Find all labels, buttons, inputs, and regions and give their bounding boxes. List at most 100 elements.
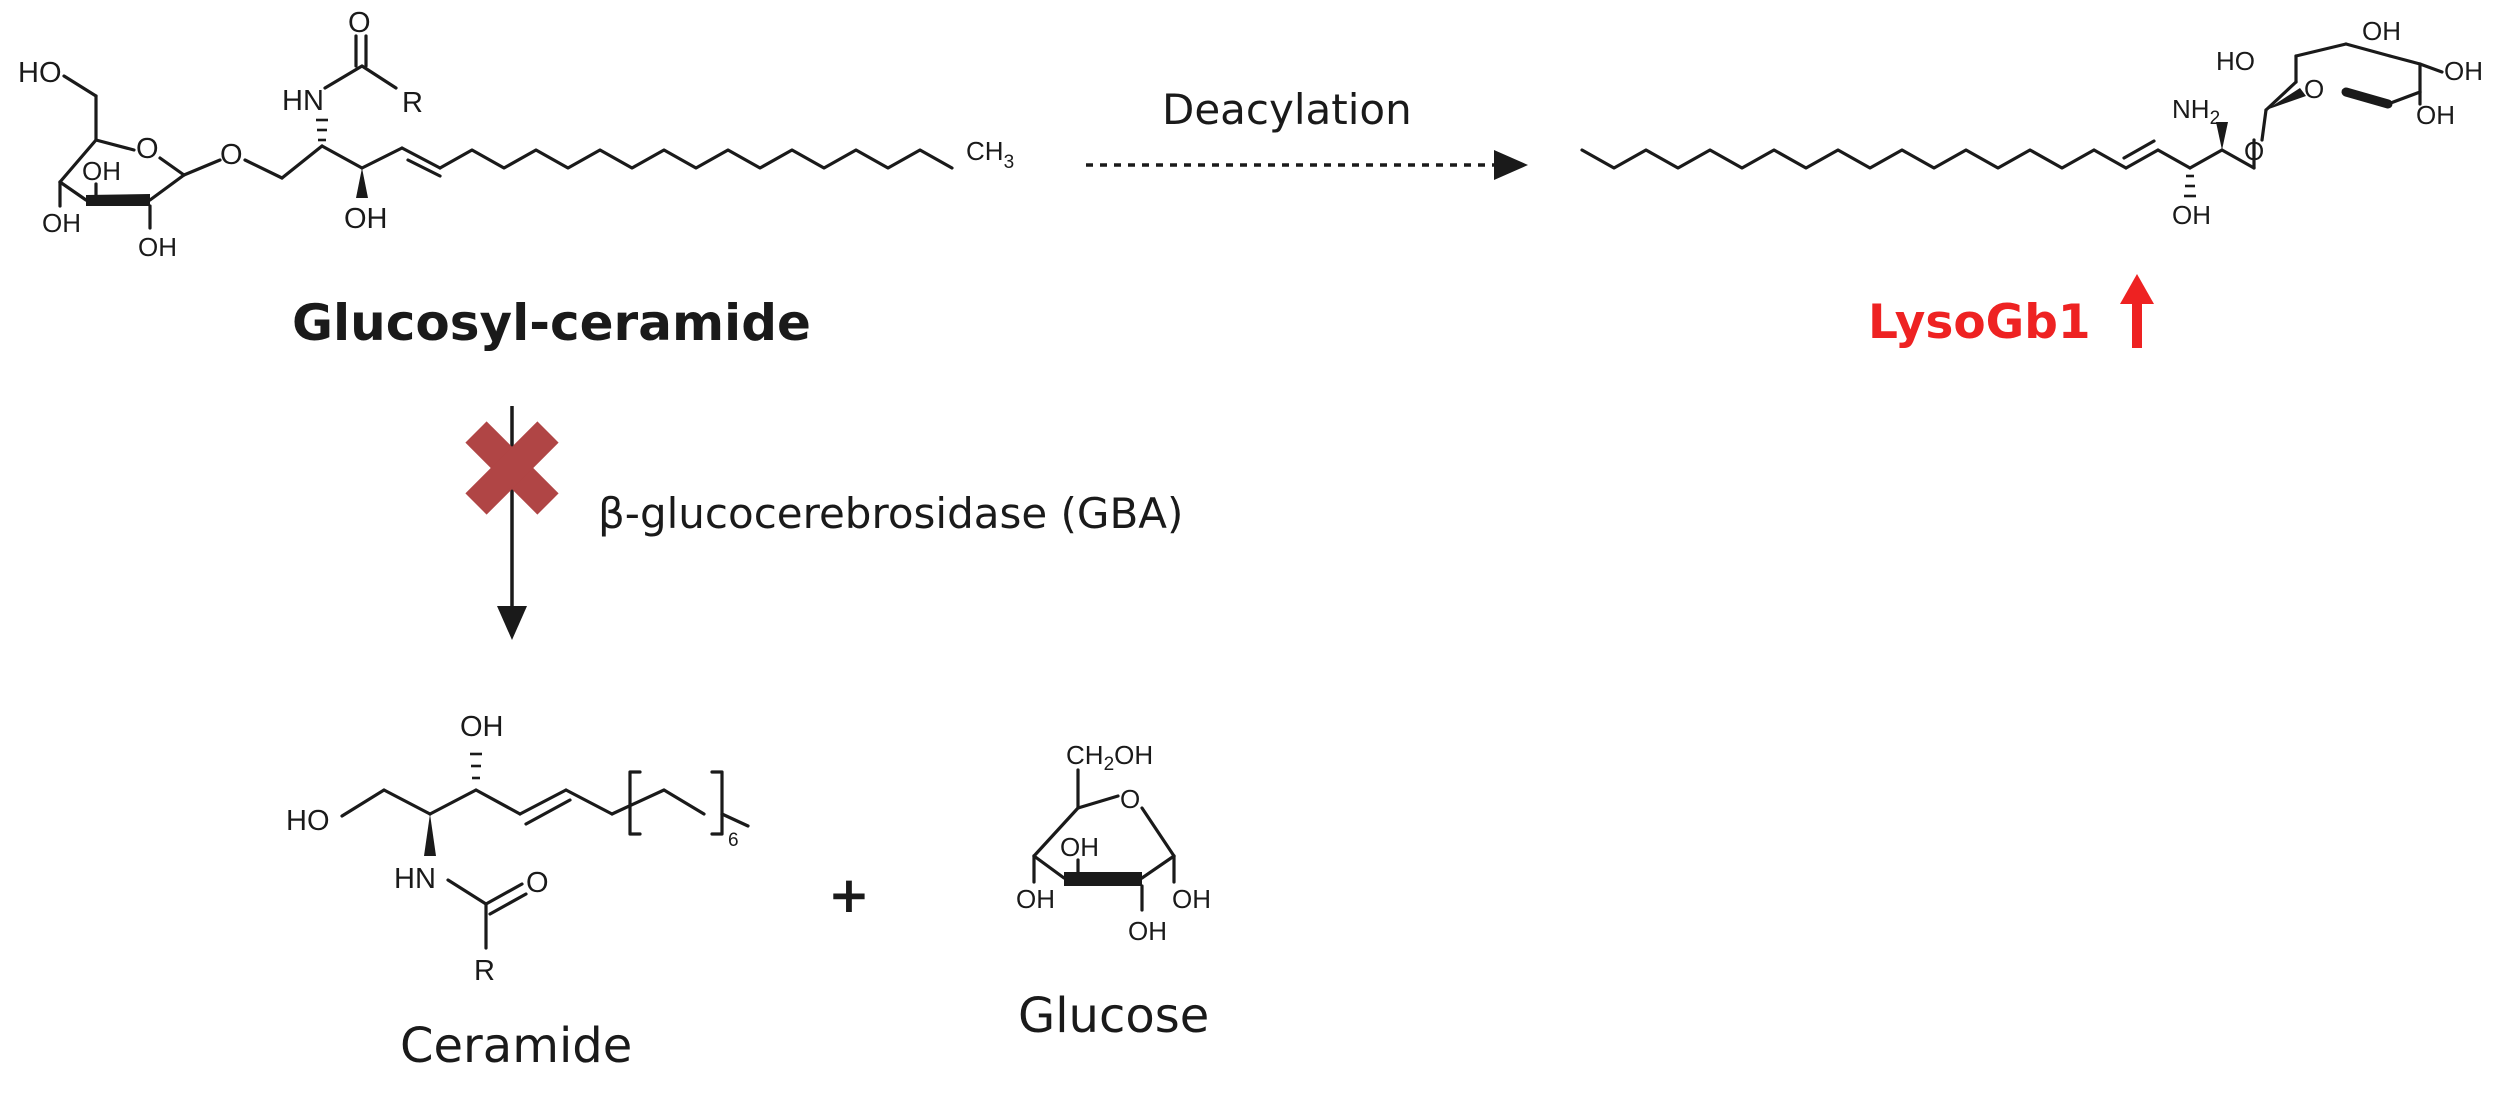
atom-amide-o: O — [348, 7, 371, 39]
bond-bold — [2341, 87, 2393, 109]
bond — [2388, 54, 2422, 66]
atom-glc-oh-bottom: OH — [1128, 916, 1167, 946]
atom-oh-bottom: OH — [138, 232, 177, 262]
bond — [446, 878, 488, 906]
bond — [2156, 148, 2192, 170]
bond — [406, 158, 442, 178]
bond — [382, 788, 432, 816]
atom-oh-inner: OH — [82, 156, 121, 186]
atom-ho-ch2: HO — [18, 57, 62, 89]
bond — [58, 180, 88, 202]
bond — [428, 788, 478, 816]
bond — [2092, 148, 2128, 170]
bond — [1032, 806, 1080, 858]
atom-lyso-amine: NH2 — [2172, 94, 2220, 129]
glucosyl-ceramide-structure: HO O OH OH OH O HN O R O — [18, 7, 1014, 262]
atom-glc-oh-left: OH — [1016, 884, 1055, 914]
bond — [94, 138, 136, 152]
repeat-bracket-left — [628, 770, 642, 836]
substrate-name: Glucosyl-ceramide — [292, 294, 811, 352]
bond-bold — [2266, 88, 2306, 110]
atom-oh-left: OH — [42, 208, 81, 238]
atom-cer-o: O — [526, 867, 549, 899]
bond — [360, 64, 398, 90]
glucose-structure: CH2OH O OH OH OH OH — [1016, 740, 1211, 946]
bond — [280, 144, 324, 180]
atom-lyso-ring-o: O — [2304, 74, 2324, 104]
bond — [2188, 148, 2224, 170]
blocked-x-stroke — [465, 421, 559, 515]
atom-lyso-oh-1: HO — [2216, 46, 2255, 76]
bond — [360, 146, 404, 170]
bond — [2260, 108, 2268, 142]
up-arrow-head — [2120, 274, 2154, 304]
bond-bold — [86, 194, 150, 206]
bond — [2294, 42, 2348, 58]
bond — [1140, 854, 1176, 880]
bond — [2418, 62, 2444, 74]
bond — [2124, 148, 2160, 170]
ceramide-structure: HO HN O R OH 6 — [286, 711, 750, 987]
bond — [2122, 139, 2156, 160]
bond — [2386, 90, 2422, 106]
atom-glc-ch2oh: CH2OH — [1066, 740, 1153, 775]
atom-glc-oh-right: OH — [1172, 884, 1211, 914]
atom-lyso-oh-3: OH — [2444, 56, 2483, 86]
lysogb1-structure: OH NH2 O O HO OH OH OH — [1580, 16, 2483, 230]
up-arrow-shaft — [2132, 296, 2142, 348]
atom-lyso-oh-4: OH — [2416, 100, 2455, 130]
bond — [564, 788, 614, 816]
atom-glc-ring-o: O — [1120, 784, 1140, 814]
atom-ch3: CH3 — [966, 136, 1014, 173]
hydrocarbon-chain — [438, 148, 954, 170]
bond — [148, 173, 186, 202]
atom-cer-hn: HN — [394, 863, 436, 895]
bond — [720, 812, 750, 828]
atom-lyso-chain-oh: OH — [2172, 200, 2211, 230]
bond — [58, 138, 98, 184]
bond — [182, 158, 222, 177]
bond — [340, 788, 386, 818]
repeat-count: 6 — [728, 830, 739, 851]
bond — [1076, 794, 1120, 810]
bond — [2264, 80, 2298, 112]
glucose-name: Glucose — [1018, 988, 1209, 1044]
gba-pathway: β-glucocerebrosidase (GBA) — [465, 406, 1183, 640]
bond — [1140, 806, 1176, 858]
deacylation-label: Deacylation — [1162, 85, 1412, 134]
repeat-bracket-right — [710, 770, 724, 836]
enzyme-label: β-glucocerebrosidase (GBA) — [598, 489, 1183, 538]
bond — [662, 788, 706, 816]
bond — [158, 156, 186, 177]
lyso-product-name: LysoGb1 — [1868, 295, 2091, 350]
bond — [62, 74, 98, 98]
plus-sign: + — [828, 866, 870, 924]
ceramide-name: Ceramide — [400, 1018, 632, 1074]
bond — [474, 788, 522, 816]
bond — [2344, 42, 2392, 58]
up-arrow-icon — [2120, 274, 2154, 348]
atom-lyso-oh-2: OH — [2362, 16, 2401, 46]
atom-chain-oh: OH — [344, 203, 388, 235]
bond-wedge — [424, 814, 436, 856]
bond — [484, 882, 524, 906]
bond — [518, 788, 568, 816]
arrow-head-down — [497, 606, 527, 640]
bond — [524, 798, 572, 826]
atom-amide-r: R — [402, 87, 423, 119]
bond-wedge — [356, 168, 368, 198]
bond-wedge — [2216, 122, 2228, 150]
bond — [1032, 854, 1066, 880]
bond — [610, 788, 666, 816]
bond — [243, 158, 284, 180]
bond — [323, 64, 364, 90]
atom-glyco-o: O — [220, 139, 243, 171]
blocked-x-icon — [465, 421, 559, 515]
bond — [488, 892, 528, 916]
deacylation-pathway: Deacylation — [1086, 85, 1528, 180]
atom-cer-oh: OH — [460, 711, 504, 743]
atom-cer-ho: HO — [286, 805, 330, 837]
arrow-head-right — [1494, 150, 1528, 180]
